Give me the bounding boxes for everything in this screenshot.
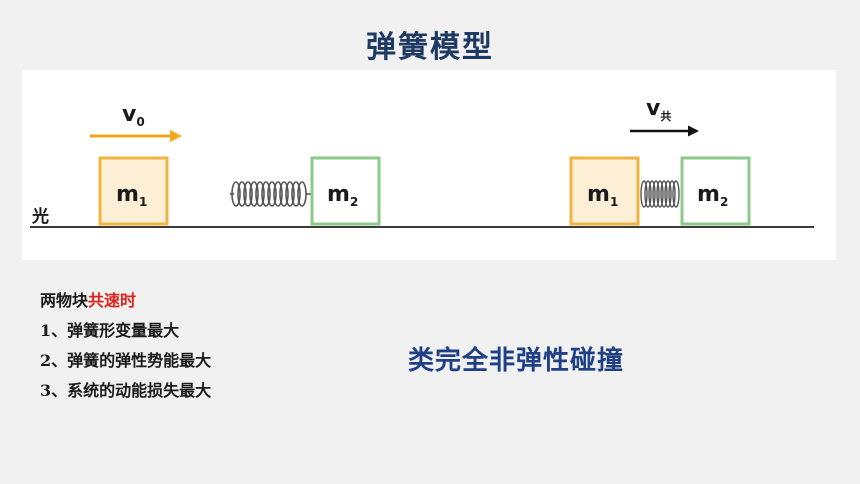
list-item: 1、弹簧形变量最大: [40, 321, 180, 340]
spring-model-figure: 光 v0 m1: [22, 70, 836, 260]
spring-diagram: 光 v0 m1: [30, 96, 814, 228]
block-m2-after: [680, 156, 751, 226]
vcommon-label: v共: [646, 96, 671, 123]
surface-label: 光: [31, 206, 49, 227]
v0-label: v0: [122, 102, 145, 129]
block-m1-after-label: m1: [587, 182, 618, 209]
page-title: 弹簧模型: [366, 30, 494, 65]
block-m1-label: m1: [116, 182, 147, 209]
spring-compressed: [640, 180, 680, 208]
block-m2-label: m2: [327, 182, 358, 209]
list-header-prefix: 两物块: [40, 291, 89, 310]
block-m2-after-label: m2: [697, 182, 728, 209]
key-points-list: 两物块共速时 1、弹簧形变量最大 2、弹簧的弹性势能最大 3、系统的动能损失最大: [40, 286, 211, 406]
conclusion-text: 类完全非弹性碰撞: [408, 346, 625, 376]
v0-arrow: [90, 130, 182, 142]
list-header-highlight: 共速时: [88, 291, 137, 310]
block-m2: [310, 156, 381, 226]
before-scene: v0 m1: [90, 102, 381, 226]
vcommon-arrow: [630, 125, 699, 137]
after-scene: v共 m1 m2: [569, 96, 751, 226]
list-header: 两物块共速时: [40, 286, 211, 316]
list-item: 3、系统的动能损失最大: [40, 381, 212, 400]
spring-uncompressed: [230, 181, 311, 207]
list-item: 2、弹簧的弹性势能最大: [40, 351, 212, 370]
block-m1-after: [569, 156, 640, 226]
block-m1: [98, 156, 169, 226]
